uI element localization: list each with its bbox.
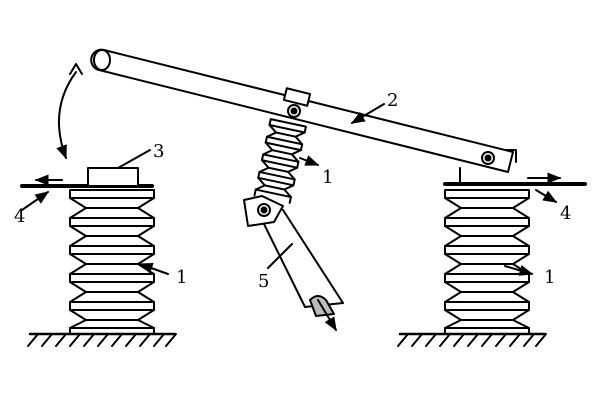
left-ground-base <box>27 332 177 347</box>
leader-rotating-insulator <box>299 155 320 166</box>
label-left-terminal: 4 <box>14 206 25 227</box>
leader-blade <box>350 103 385 124</box>
switch-blade <box>90 48 514 173</box>
leader-rod <box>267 243 293 269</box>
label-left-insulator: 1 <box>176 267 187 288</box>
operating-rod <box>243 195 344 332</box>
label-right-insulator: 1 <box>544 267 555 288</box>
rotating-insulator <box>253 118 307 204</box>
leader-left-insulator <box>138 262 169 275</box>
label-right-terminal: 4 <box>560 203 571 224</box>
rotation-arrow <box>56 63 83 160</box>
label-blade: 2 <box>387 90 398 111</box>
leader-contact <box>117 149 151 169</box>
label-rotating-insulator: 1 <box>322 167 333 188</box>
label-contact: 3 <box>153 141 164 162</box>
leader-right-insulator <box>504 265 534 276</box>
leader-right-terminal <box>535 189 558 203</box>
label-rod: 5 <box>258 271 269 292</box>
left-insulator <box>69 189 155 335</box>
fixed-contact <box>87 167 139 187</box>
leader-left-terminal <box>21 191 50 211</box>
right-ground-base <box>397 332 547 347</box>
right-insulator <box>444 189 530 335</box>
